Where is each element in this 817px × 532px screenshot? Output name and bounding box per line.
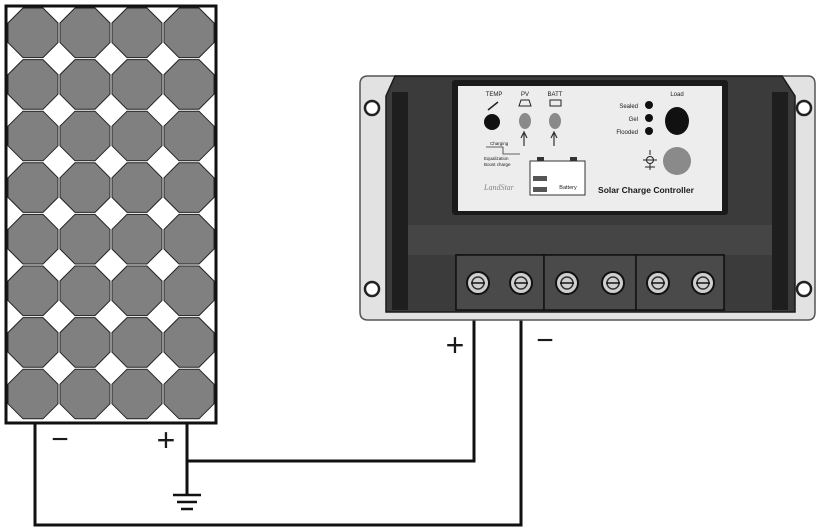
solar-cell xyxy=(163,59,215,110)
load-indicator-label: Load xyxy=(670,92,683,98)
batt-indicator-label: BATT xyxy=(548,92,563,98)
solar-cell xyxy=(111,368,163,420)
solar-cell xyxy=(111,162,163,213)
setting-button[interactable] xyxy=(665,107,689,135)
solar-cell xyxy=(163,162,215,213)
pv-indicator-label: PV xyxy=(521,92,529,98)
svg-text:Battery: Battery xyxy=(559,185,577,191)
battery-type-flooded: Flooded xyxy=(616,130,638,136)
solar-cell xyxy=(7,59,59,110)
solar-cell xyxy=(59,317,111,368)
battery-type-sealed: Sealed xyxy=(619,104,638,110)
solar-cell xyxy=(59,162,111,213)
controller-negative-label: − xyxy=(536,324,554,357)
wiring xyxy=(33,316,523,527)
solar-cell xyxy=(163,110,215,162)
solar-cell xyxy=(59,110,111,162)
solar-cell xyxy=(7,317,59,368)
battery-small-icon xyxy=(549,99,562,107)
svg-text:Boost charge: Boost charge xyxy=(484,162,511,167)
solar-cell xyxy=(7,162,59,213)
terminal-screws xyxy=(466,271,715,295)
solar-cell xyxy=(59,59,111,110)
solar-cell xyxy=(163,368,215,420)
solar-panel xyxy=(4,4,218,425)
panel-positive-label: + xyxy=(157,422,176,458)
svg-text:Equalization: Equalization xyxy=(484,156,509,161)
solar-cell xyxy=(163,213,215,265)
charge-controller: TEMP PV BATT Load Charging Equalization … xyxy=(359,75,816,321)
solar-cell-grid xyxy=(7,7,215,420)
solar-cell xyxy=(163,7,215,59)
load-button[interactable] xyxy=(663,147,691,175)
solar-cell xyxy=(111,59,163,110)
battery-type-gel: Gel xyxy=(629,117,638,123)
panel-icon xyxy=(518,99,532,107)
solar-cell xyxy=(163,265,215,317)
negative-wire xyxy=(33,316,523,527)
terminal-screw-icon xyxy=(601,271,625,295)
terminal-screw-icon xyxy=(691,271,715,295)
positive-wire xyxy=(185,316,476,463)
load-bulb-icon xyxy=(643,150,657,170)
terminal-screw-icon xyxy=(646,271,670,295)
solar-cell xyxy=(111,317,163,368)
terminal-block xyxy=(455,254,725,311)
solar-cell xyxy=(111,265,163,317)
temp-led xyxy=(484,114,500,130)
solar-cell xyxy=(59,7,111,59)
solar-cell xyxy=(163,317,215,368)
controller-positive-label: + xyxy=(446,327,465,363)
battery-display: Battery xyxy=(529,157,586,196)
solar-cell xyxy=(59,368,111,420)
solar-cell xyxy=(7,265,59,317)
solar-cell xyxy=(7,7,59,59)
charge-stage-legend: Charging Equalization Boost charge xyxy=(484,141,520,167)
solar-cell xyxy=(7,368,59,420)
panel-negative-label: − xyxy=(51,423,69,456)
pv-led xyxy=(519,113,531,129)
thermometer-icon xyxy=(487,101,499,111)
batt-led xyxy=(549,113,561,129)
solar-cell xyxy=(111,7,163,59)
svg-text:Charging: Charging xyxy=(490,141,509,146)
terminal-screw-icon xyxy=(555,271,579,295)
temp-indicator-label: TEMP xyxy=(486,92,503,98)
solar-cell xyxy=(7,110,59,162)
mounting-hole-icon xyxy=(363,99,813,298)
product-name: Solar Charge Controller xyxy=(598,185,695,195)
brand-logo: LandStar xyxy=(483,183,515,192)
terminal-screw-icon xyxy=(466,271,490,295)
ground-symbol-icon xyxy=(173,493,201,511)
solar-cell xyxy=(59,265,111,317)
terminal-screw-icon xyxy=(509,271,533,295)
solar-cell xyxy=(7,213,59,265)
battery-type-selector: Sealed Gel Flooded xyxy=(616,101,653,136)
solar-cell xyxy=(111,110,163,162)
solar-cell xyxy=(59,213,111,265)
solar-cell xyxy=(111,213,163,265)
